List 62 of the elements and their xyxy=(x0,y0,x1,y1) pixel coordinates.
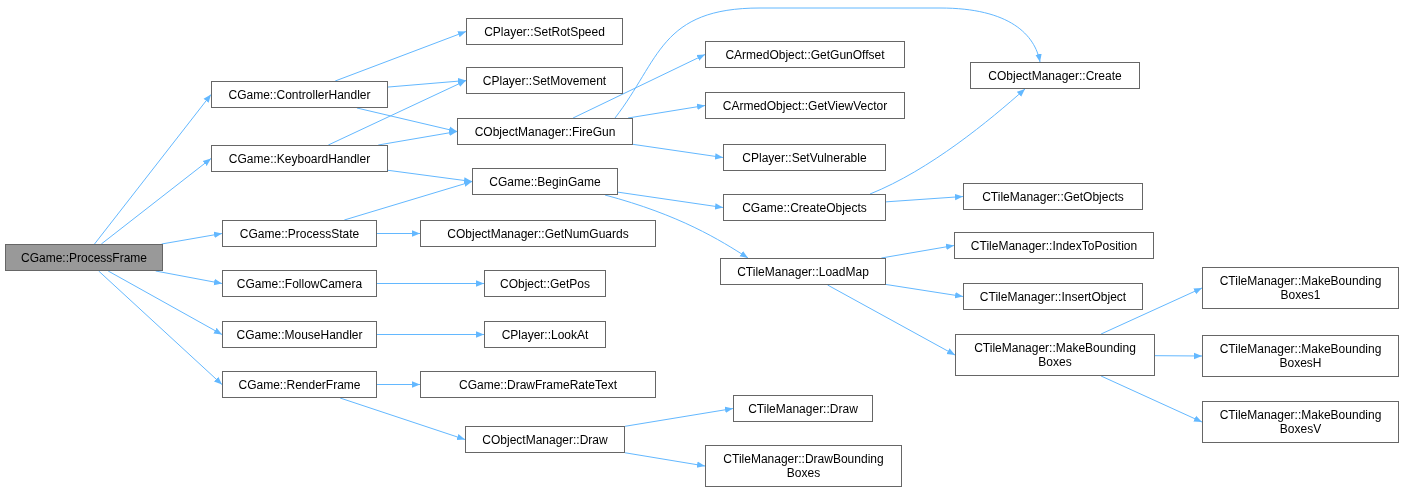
function-box: CGame::BeginGame xyxy=(472,168,618,195)
arrow xyxy=(624,452,706,468)
function-box: CTileManager::Draw xyxy=(733,395,873,422)
function-box: CPlayer::SetVulnerable xyxy=(723,144,886,171)
function-box: CGame::KeyboardHandler xyxy=(211,145,388,172)
function-box: CTileManager::DrawBounding Boxes xyxy=(705,445,902,487)
function-box: CTileManager::GetObjects xyxy=(963,183,1143,210)
function-box: CArmedObject::GetViewVector xyxy=(705,92,905,119)
arrow xyxy=(155,270,223,286)
function-box: CGame::CreateObjects xyxy=(723,194,886,221)
arrow xyxy=(100,158,212,245)
function-box: CGame::DrawFrameRateText xyxy=(420,371,656,398)
arrow xyxy=(1100,375,1203,423)
arrow xyxy=(339,397,466,440)
function-box: CTileManager::MakeBounding BoxesV xyxy=(1202,401,1399,443)
arrow xyxy=(376,381,421,388)
arrow xyxy=(334,31,467,82)
function-box: CTileManager::MakeBounding BoxesH xyxy=(1202,335,1399,377)
arrow xyxy=(343,180,473,221)
function-box: CTileManager::MakeBounding Boxes1 xyxy=(1202,267,1399,309)
function-box: CTileManager::LoadMap xyxy=(720,258,886,285)
arrow xyxy=(614,7,1042,119)
arrow xyxy=(161,231,223,245)
function-box: CGame::ProcessFrame xyxy=(5,244,163,271)
arrow xyxy=(387,169,473,184)
function-box: CPlayer::LookAt xyxy=(484,321,606,348)
arrow xyxy=(632,143,724,160)
function-box: CGame::ControllerHandler xyxy=(211,81,388,108)
arrow xyxy=(387,78,467,88)
arrow xyxy=(1154,352,1203,360)
arrow xyxy=(94,94,212,245)
arrow xyxy=(376,230,421,237)
function-box: CGame::ProcessState xyxy=(222,220,377,247)
function-box: CTileManager::InsertObject xyxy=(963,283,1143,310)
arrow xyxy=(1100,287,1203,335)
arrow xyxy=(617,191,724,210)
arrow xyxy=(356,107,458,133)
arrow xyxy=(376,280,485,287)
function-box: CArmedObject::GetGunOffset xyxy=(705,41,905,68)
arrow xyxy=(572,54,706,119)
function-box: CTileManager::IndexToPosition xyxy=(954,232,1154,259)
arrow xyxy=(98,270,223,385)
function-box: CObjectManager::Draw xyxy=(465,426,625,453)
arrow xyxy=(327,80,467,146)
arrow xyxy=(885,193,964,203)
function-box: CObjectManager::Create xyxy=(970,62,1140,89)
function-box: CGame::RenderFrame xyxy=(222,371,377,398)
function-box: CGame::MouseHandler xyxy=(222,321,377,348)
arrow xyxy=(869,88,1026,195)
function-box: CTileManager::MakeBounding Boxes xyxy=(955,334,1155,376)
arrow xyxy=(885,283,964,299)
arrow xyxy=(827,284,956,356)
arrow xyxy=(624,406,734,427)
function-box: CObjectManager::GetNumGuards xyxy=(420,220,656,247)
function-box: CObject::GetPos xyxy=(484,270,606,297)
arrow xyxy=(376,331,485,338)
function-box: CPlayer::SetMovement xyxy=(466,67,623,94)
function-box: CPlayer::SetRotSpeed xyxy=(466,18,623,45)
function-box: CGame::FollowCamera xyxy=(222,270,377,297)
arrow xyxy=(604,194,749,259)
arrow xyxy=(107,270,223,335)
function-box: CObjectManager::FireGun xyxy=(457,118,633,145)
